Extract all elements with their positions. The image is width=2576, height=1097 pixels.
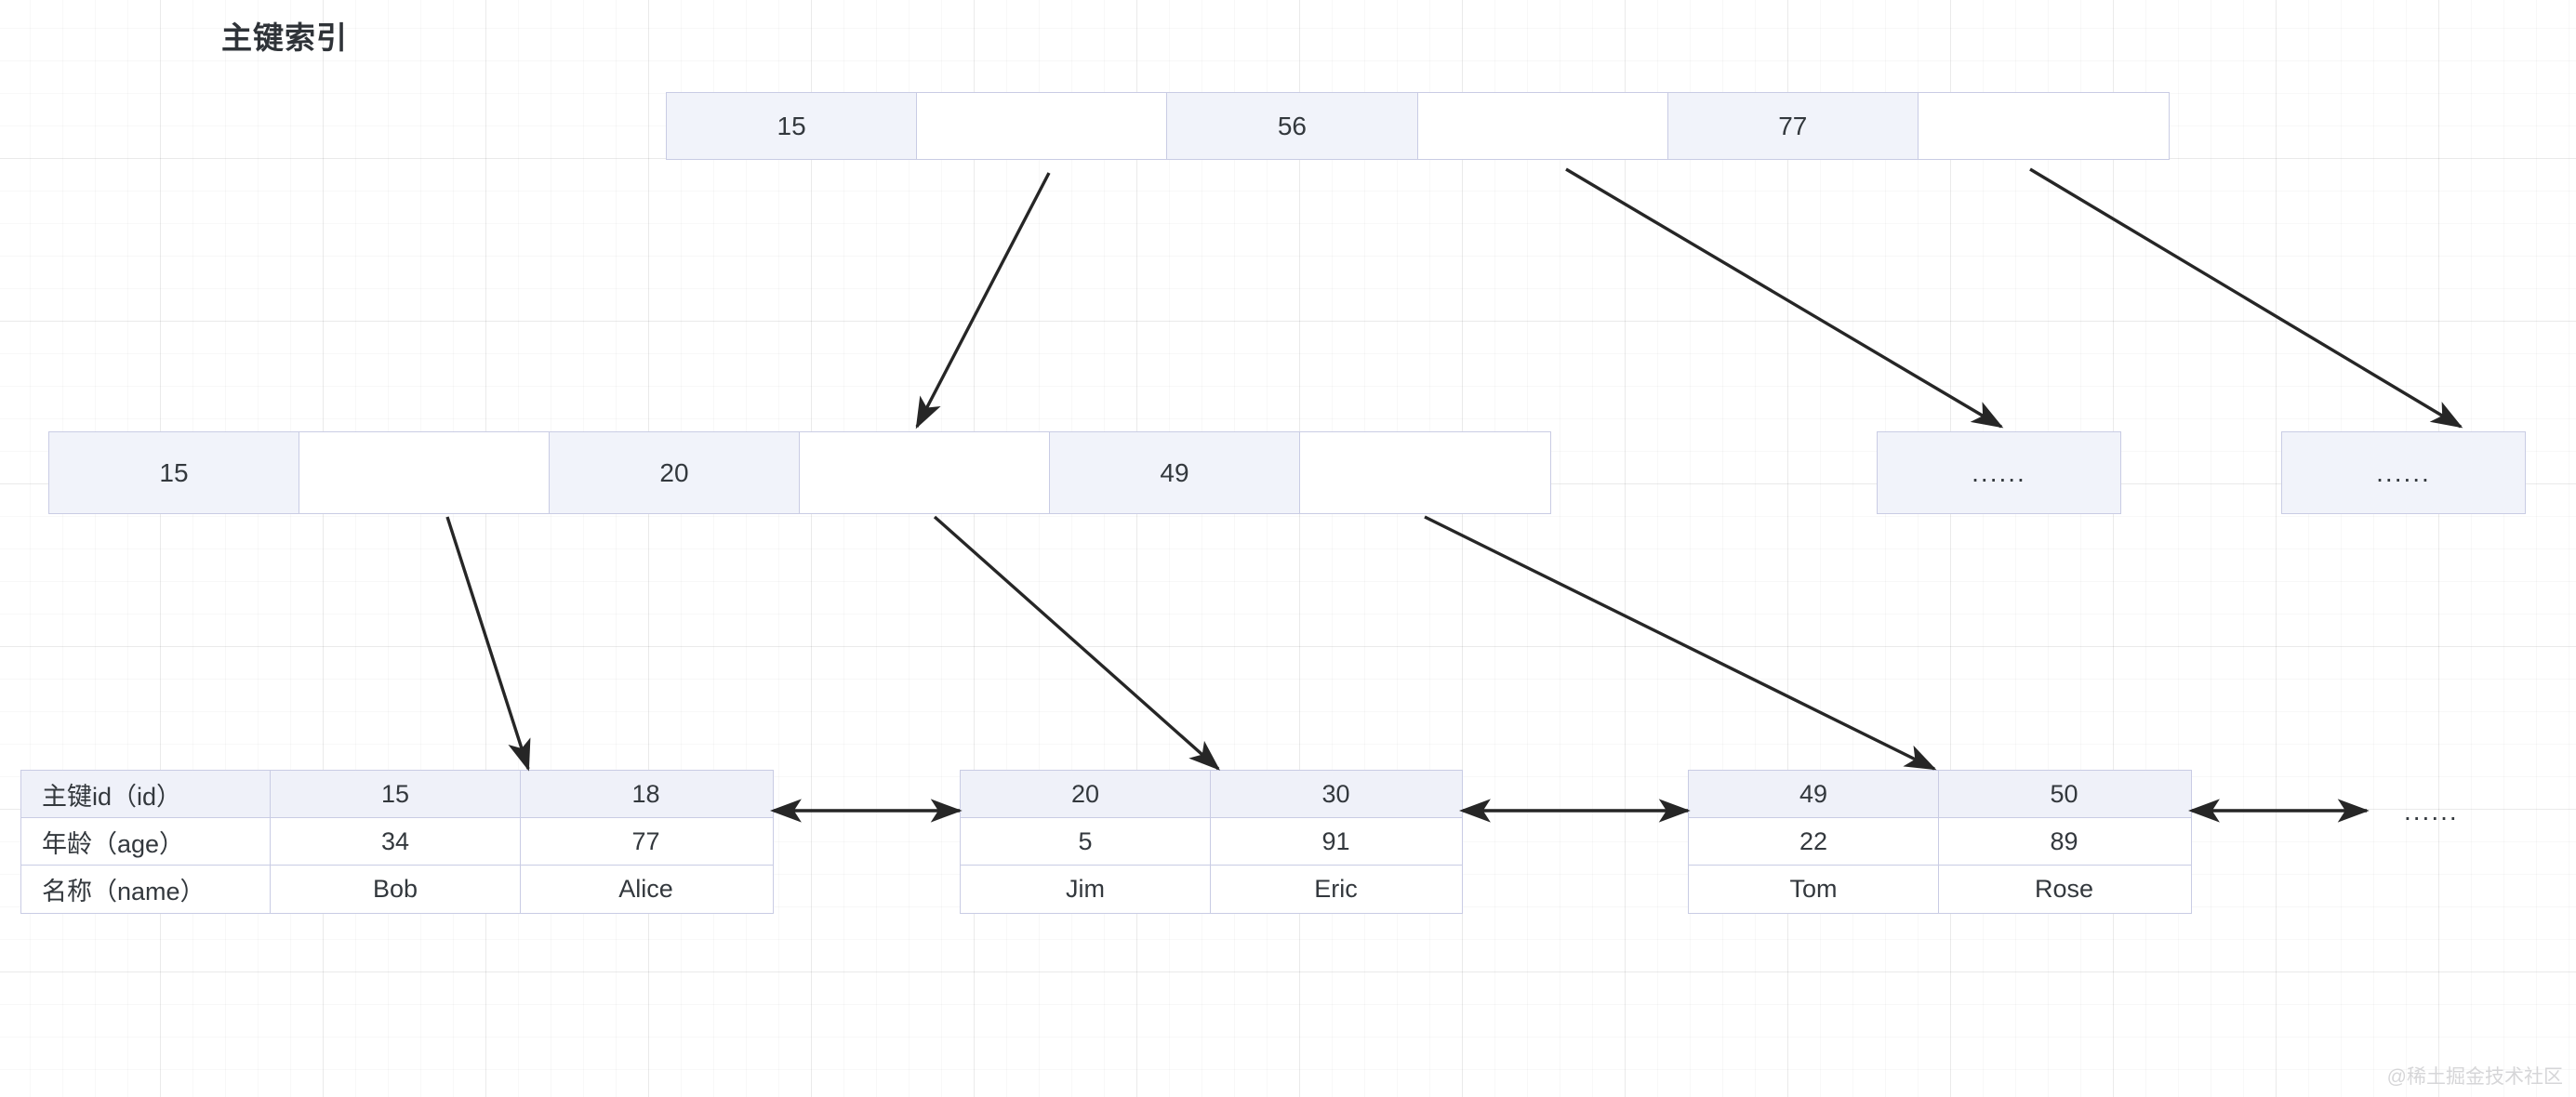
leaf-page-3-cell-name-1: Rose xyxy=(2034,875,2094,903)
level2-ellipsis-node-1: ...... xyxy=(1877,431,2121,514)
leaf-page-3-row-id: 49 50 xyxy=(1689,771,2191,818)
leaf-page-1-row-name: 名称（name）Bob Alice xyxy=(21,866,773,913)
leaf-page-2-row-name: Jim Eric xyxy=(961,866,1462,913)
leaf-page-2-cell-age-0: 5 xyxy=(961,818,1211,865)
leaf-page-2-cell-name-1: Eric xyxy=(1314,875,1358,903)
leaf-page-1-cell-age-1: 77 xyxy=(631,826,660,855)
root-index-node-cell-1 xyxy=(917,93,1168,159)
leaf-page-1-cell-id-0: 15 xyxy=(271,771,521,817)
leaf-page-1: 主键id（id）15 18 年龄（age）34 77 名称（name）Bob Alice xyxy=(20,770,774,914)
level2-ellipsis-node-2: ...... xyxy=(2281,431,2526,514)
leaf-row-label-id: 主键id（id） xyxy=(21,771,271,817)
root-index-node-cell-5 xyxy=(1918,93,2170,159)
leaf-page-3-cell-age-1: 89 xyxy=(2050,826,2078,855)
page-title: 主键索引 xyxy=(221,20,348,55)
leaf-page-2-cell-id-0: 20 xyxy=(961,771,1211,817)
leaf-row-label-name: 名称（name） xyxy=(21,866,271,913)
root-index-node-cell-3 xyxy=(1417,93,1668,159)
root-index-node-cell-2: 56 xyxy=(1167,93,1418,159)
edge-root-to-ellipsis-1 xyxy=(1565,167,2004,429)
edge-level2-to-leaf-2 xyxy=(933,515,1221,771)
leaf-page-1-cell-name-1: Alice xyxy=(618,875,673,903)
leaf-page-2-cell-name-0: Jim xyxy=(961,866,1211,913)
root-index-node-cell-0: 15 xyxy=(667,93,918,159)
edge-level2-to-leaf-1 xyxy=(445,516,531,772)
leaf-page-1-cell-name-0: Bob xyxy=(271,866,521,913)
leaf-trailing-ellipsis: ...... xyxy=(2404,797,2459,826)
leaf-row-label-age: 年龄（age） xyxy=(21,818,271,865)
leaf-page-3-cell-id-1: 50 xyxy=(2050,779,2078,808)
leaf-page-3-cell-id-0: 49 xyxy=(1689,771,1939,817)
leaf-page-2-cell-age-1: 91 xyxy=(1321,826,1350,855)
leaf-page-3-row-age: 22 89 xyxy=(1689,818,2191,866)
leaf-page-1-row-id: 主键id（id）15 18 xyxy=(21,771,773,818)
leaf-page-1-row-age: 年龄（age）34 77 xyxy=(21,818,773,866)
leaf-page-3-cell-name-0: Tom xyxy=(1689,866,1939,913)
level2-index-node-cell-0: 15 xyxy=(49,432,299,513)
level2-index-node-cell-5 xyxy=(1300,432,1550,513)
watermark: @稀土掘金技术社区 xyxy=(2386,1066,2563,1088)
leaf-page-2-cell-id-1: 30 xyxy=(1321,779,1350,808)
leaf-page-3-row-name: Tom Rose xyxy=(1689,866,2191,913)
root-index-node: 15 56 77 xyxy=(666,92,2170,160)
leaf-page-2-row-age: 5 91 xyxy=(961,818,1462,866)
level2-index-node-cell-2: 20 xyxy=(550,432,800,513)
root-index-node-cell-4: 77 xyxy=(1667,93,1919,159)
leaf-page-1-cell-id-1: 18 xyxy=(631,779,660,808)
level2-index-node-cell-1 xyxy=(299,432,550,513)
edge-level2-to-leaf-3 xyxy=(1424,515,1937,771)
leaf-page-1-cell-age-0: 34 xyxy=(271,818,521,865)
edge-root-to-ellipsis-2 xyxy=(2029,167,2463,429)
level2-index-node: 15 20 49 xyxy=(48,431,1551,514)
level2-index-node-cell-3 xyxy=(800,432,1050,513)
level2-index-node-cell-4: 49 xyxy=(1050,432,1300,513)
leaf-page-3-cell-age-0: 22 xyxy=(1689,818,1939,865)
edge-root-to-level2 xyxy=(915,172,1051,430)
